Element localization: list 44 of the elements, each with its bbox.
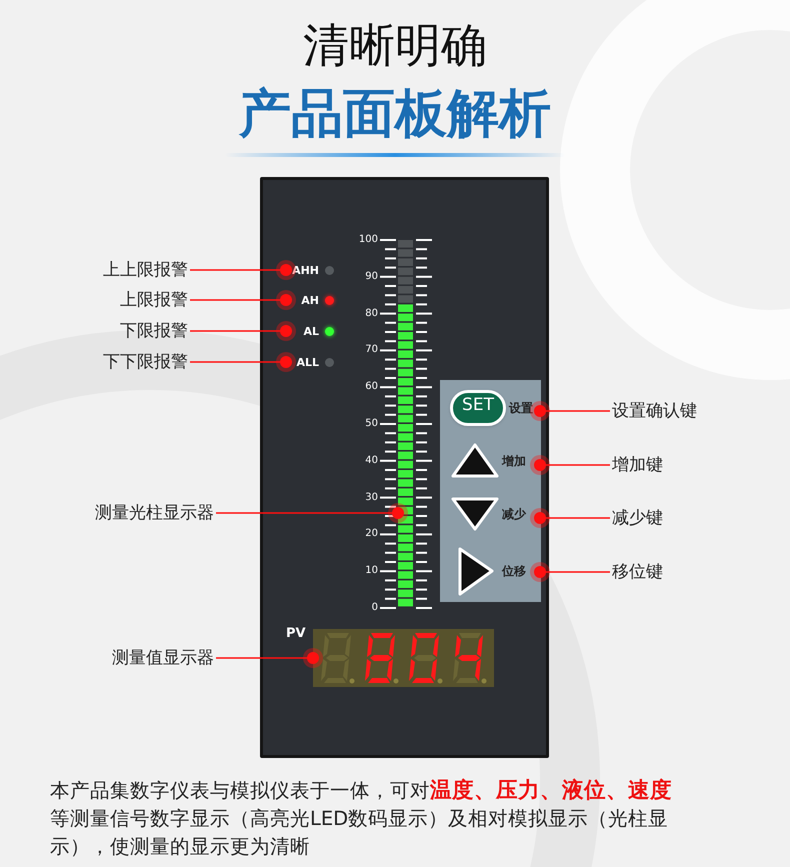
indicator-label: AL [303,326,319,336]
callout-label: 上上限报警 [60,259,188,281]
callout-label: 移位键 [612,561,742,583]
scale-number: 80 [364,308,378,319]
callout-label: 减少键 [612,507,742,529]
leader-line [530,562,610,582]
callout-label: 测量光柱显示器 [50,502,214,524]
pv-label: PV [286,627,306,640]
callout-label: 设置确认键 [612,400,742,422]
title: 清晰明确 [302,22,488,68]
scale-number: 50 [364,419,378,429]
callout-label: 增加键 [612,454,742,476]
scale-number: 100 [358,235,378,245]
leader-line [530,455,610,475]
callout-label: 下限报警 [60,320,188,342]
description-paragraph: 本产品集数字仪表与模拟仪表于一体，可对温度、压力、液位、速度等测量信号数字显示（高亮光LED数码显示）及相对模拟显示（光柱显示），使测量的显示更为清晰 [50,777,673,860]
scale-number: 70 [364,345,378,356]
scale-number: 20 [364,529,378,540]
callout-label: 测量值显示器 [50,647,214,669]
scale-number: 0 [370,603,378,613]
key-caption: 减少 [502,508,526,520]
subtitle: 产品面板解析 [238,88,552,140]
leader-line [190,260,296,280]
scale-number: 40 [364,456,378,466]
scale-number: 90 [364,272,378,282]
key-caption: 设置 [509,402,533,414]
scale-number: 10 [364,566,378,576]
led-digit-display [313,629,494,687]
leader-line [190,290,296,310]
scale-number: 30 [364,492,378,503]
scale-number: 60 [364,382,378,392]
indicator-label: AH [301,294,319,306]
leader-line [190,321,296,341]
leader-line [216,648,323,668]
leader-line [190,352,296,372]
leader-line [530,508,610,528]
callout-label: 上限报警 [60,289,188,311]
leader-line [216,503,408,523]
indicator-label: ALL [296,356,319,368]
callout-label: 下下限报警 [60,351,188,373]
key-caption: 位移 [502,565,526,577]
indicator-label: AHH [292,264,319,276]
key-caption: 增加 [502,455,526,467]
leader-line [530,401,610,421]
